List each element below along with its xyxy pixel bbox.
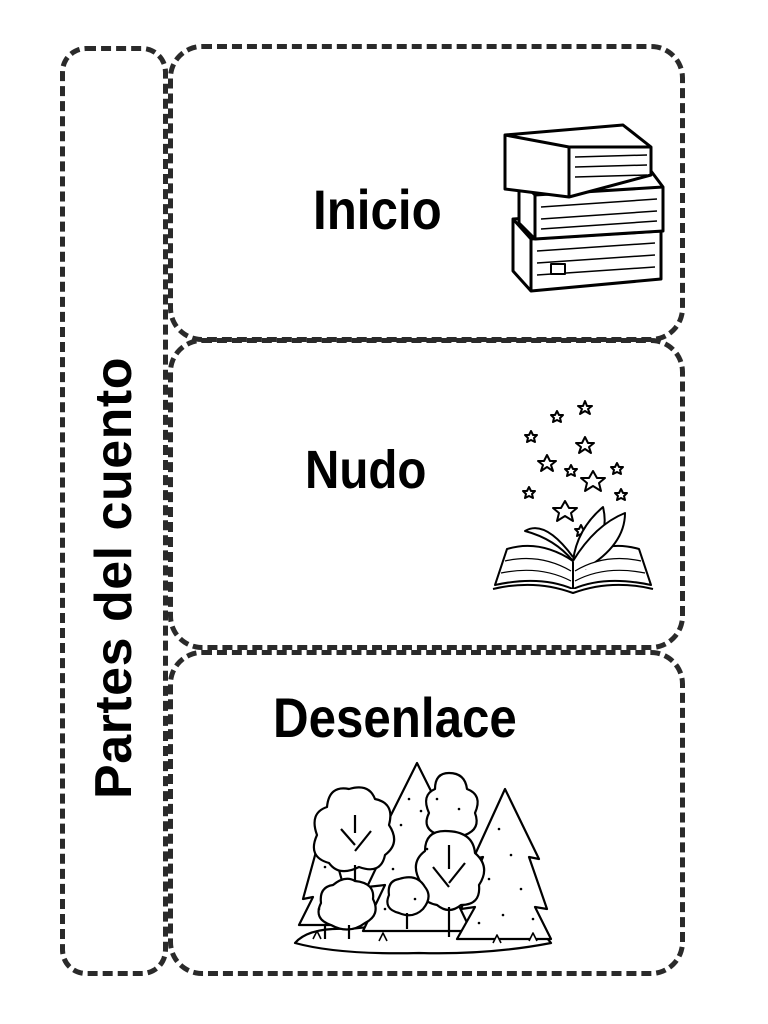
spine-tab — [60, 46, 168, 976]
panel-inicio[interactable]: Inicio — [168, 44, 685, 342]
stacked-books-icon — [503, 123, 665, 293]
panel-desenlace[interactable]: Desenlace — [168, 650, 685, 976]
spine-title: Partes del cuento — [85, 357, 143, 799]
open-book-stars-icon — [492, 400, 654, 594]
panel-nudo[interactable]: Nudo — [168, 338, 685, 650]
forest-trees-icon — [293, 761, 553, 955]
panel-title-inicio: Inicio — [313, 178, 442, 241]
panel-title-nudo: Nudo — [305, 440, 427, 500]
panel-title-desenlace: Desenlace — [273, 686, 517, 749]
